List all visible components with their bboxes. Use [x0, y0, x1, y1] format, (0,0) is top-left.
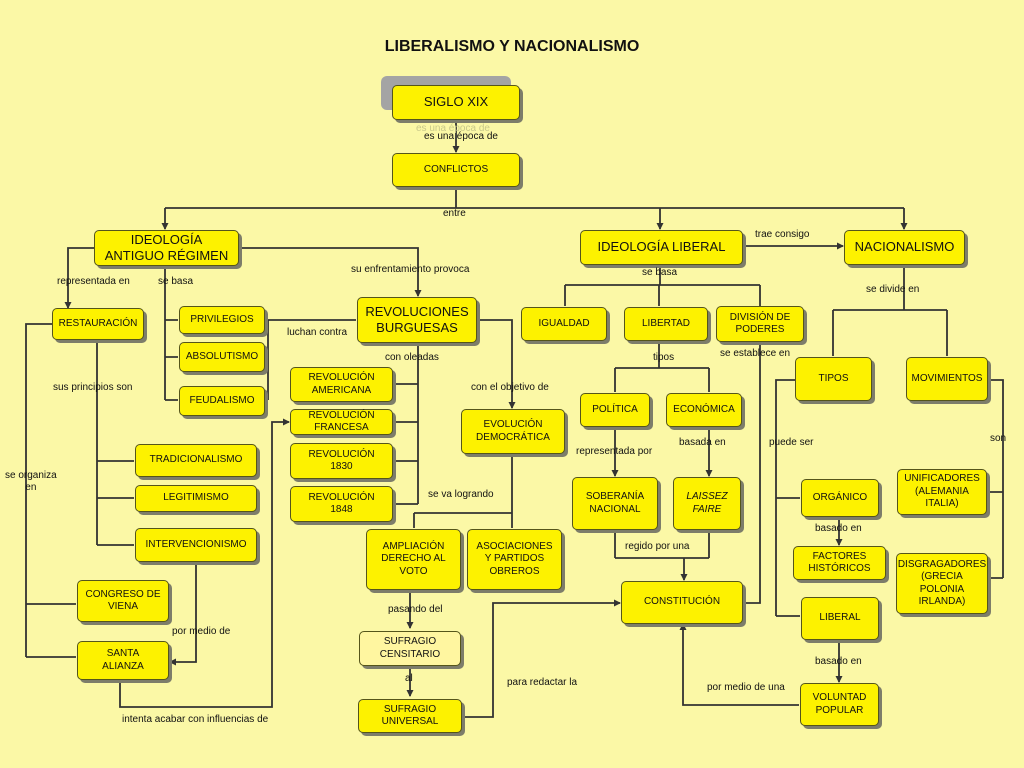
- label-puede-ser: puede ser: [769, 437, 814, 448]
- node-liberal: LIBERAL: [801, 597, 879, 640]
- node-division-poderes: DIVISIÓN DE PODERES: [716, 306, 804, 342]
- node-unificadores: UNIFICADORES (ALEMANIA ITALIA): [897, 469, 987, 515]
- node-asociaciones-partidos-obreros: ASOCIACIONES Y PARTIDOS OBREROS: [467, 529, 562, 590]
- label-se-divide-en: se divide en: [866, 284, 920, 295]
- node-organico: ORGÁNICO: [801, 479, 879, 517]
- node-siglo-xix: SIGLO XIX: [392, 85, 520, 120]
- link-tipos-puede: [775, 379, 800, 617]
- label-por-medio-de-una: por medio de una: [707, 682, 785, 693]
- label-pasando-del: pasando del: [388, 604, 443, 615]
- node-sufragio-censitario: SUFRAGIO CENSITARIO: [359, 631, 461, 666]
- link-intervencionismo-santa: [169, 563, 197, 666]
- node-economica: ECONÓMICA: [666, 393, 742, 427]
- node-revolucion-francesa: REVOLUCIÓN FRANCESA: [290, 409, 393, 435]
- label-sus-principios-son: sus principios son: [53, 382, 133, 393]
- link-nac-divide: [832, 265, 948, 356]
- node-soberania-nacional: SOBERANÍA NACIONAL: [572, 477, 658, 530]
- label-entre: entre: [443, 208, 466, 219]
- node-legitimismo: LEGITIMISMO: [135, 485, 257, 512]
- label-se-basa-liberal: se basa: [642, 267, 678, 278]
- link-movimientos-son: [988, 379, 1004, 579]
- label-basado-en-2: basado en: [815, 656, 862, 667]
- label-se-organiza-en: se organiza en: [5, 470, 57, 493]
- node-conflictos: CONFLICTOS: [392, 153, 520, 187]
- label-tipos: tipos: [653, 352, 675, 363]
- link-libertad-tipos: [614, 341, 710, 392]
- node-factores-historicos: FACTORES HISTÓRICOS: [793, 546, 886, 580]
- node-movimientos: MOVIMIENTOS: [906, 357, 988, 401]
- node-tipos: TIPOS: [795, 357, 872, 401]
- node-evolucion-democratica: EVOLUCIÓN DEMOCRÁTICA: [461, 409, 565, 454]
- node-ideologia-liberal: IDEOLOGÍA LIBERAL: [580, 230, 743, 265]
- node-revolucion-1830: REVOLUCIÓN 1830: [290, 443, 393, 479]
- node-congreso-viena: CONGRESO DE VIENA: [77, 580, 169, 622]
- link-division-constitucion: [744, 341, 761, 604]
- link-redactar: [462, 599, 621, 718]
- link-regido: [614, 530, 710, 580]
- label-luchan-contra: luchan contra: [287, 327, 348, 338]
- node-ideologia-antiguo-regimen: IDEOLOGÍA ANTIGUO RÉGIMEN: [94, 230, 239, 266]
- label-es-una-epoca-de: es una época de: [424, 131, 498, 142]
- node-sufragio-universal: SUFRAGIO UNIVERSAL: [358, 699, 462, 733]
- node-revolucion-americana: REVOLUCIÓN AMERICANA: [290, 367, 393, 402]
- label-por-medio-de: por medio de: [172, 626, 231, 637]
- label-basado-en-1: basado en: [815, 523, 862, 534]
- node-constitucion: CONSTITUCIÓN: [621, 581, 743, 624]
- node-laissez-faire: LAISSEZ FAIRE: [673, 477, 741, 530]
- label-al: al: [405, 673, 413, 684]
- link-voluntad-constitucion: [679, 623, 799, 706]
- label-se-establece-en: se establece en: [720, 348, 791, 359]
- link-restauracion-principios: [96, 340, 134, 546]
- link-logrando: [413, 454, 513, 528]
- page-title: LIBERALISMO Y NACIONALISMO: [384, 38, 640, 55]
- label-para-redactar-la: para redactar la: [507, 677, 578, 688]
- node-restauracion: RESTAURACIÓN: [52, 308, 144, 340]
- node-santa-alianza: SANTA ALIANZA: [77, 641, 169, 680]
- link-liberal-base: [564, 265, 761, 306]
- node-ampliacion-derecho-voto: AMPLIACIÓN DERECHO AL VOTO: [366, 529, 461, 590]
- label-es-una-epoca-de-ghost: es una época de: [416, 123, 490, 134]
- label-basada-en: basada en: [679, 437, 726, 448]
- link-objetivo: [476, 319, 516, 409]
- node-absolutismo: ABSOLUTISMO: [179, 342, 265, 372]
- node-libertad: LIBERTAD: [624, 307, 708, 341]
- node-tradicionalismo: TRADICIONALISMO: [135, 444, 257, 477]
- node-revoluciones-burguesas: REVOLUCIONES BURGUESAS: [357, 297, 477, 343]
- node-feudalismo: FEUDALISMO: [179, 386, 265, 416]
- label-con-el-objetivo-de: con el objetivo de: [471, 382, 549, 393]
- node-privilegios: PRIVILEGIOS: [179, 306, 265, 334]
- label-intenta-acabar: intenta acabar con influencias de: [122, 714, 269, 725]
- link-santa-francesa: [119, 418, 290, 708]
- label-se-basa-antiguo: se basa: [158, 276, 194, 287]
- link-luchan-contra: [266, 319, 356, 401]
- node-igualdad: IGUALDAD: [521, 307, 607, 341]
- label-se-va-logrando: se va logrando: [428, 489, 494, 500]
- link-restauracion-organiza: [25, 323, 76, 658]
- label-representada-en: representada en: [57, 276, 130, 287]
- label-son: son: [990, 433, 1007, 444]
- label-trae-consigo: trae consigo: [755, 229, 810, 240]
- label-con-oleadas: con oleadas: [385, 352, 439, 363]
- label-regido-por-una: regido por una: [625, 541, 690, 552]
- node-disgregadores: DISGRAGADORES (GRECIA POLONIA IRLANDA): [896, 553, 988, 614]
- node-voluntad-popular: VOLUNTAD POPULAR: [800, 683, 879, 726]
- link-antiguo-sebasa: [164, 265, 178, 401]
- node-nacionalismo: NACIONALISMO: [844, 230, 965, 265]
- node-revolucion-1848: REVOLUCIÓN 1848: [290, 486, 393, 522]
- link-conflictos-bus: [165, 187, 904, 209]
- link-oleadas: [393, 345, 419, 505]
- label-su-enfrentamiento-provoca: su enfrentamiento provoca: [351, 264, 470, 275]
- node-politica: POLÍTICA: [580, 393, 650, 427]
- node-intervencionismo: INTERVENCIONISMO: [135, 528, 257, 562]
- link-antiguo-restauracion: [64, 247, 95, 309]
- label-representada-por: representada por: [576, 446, 653, 457]
